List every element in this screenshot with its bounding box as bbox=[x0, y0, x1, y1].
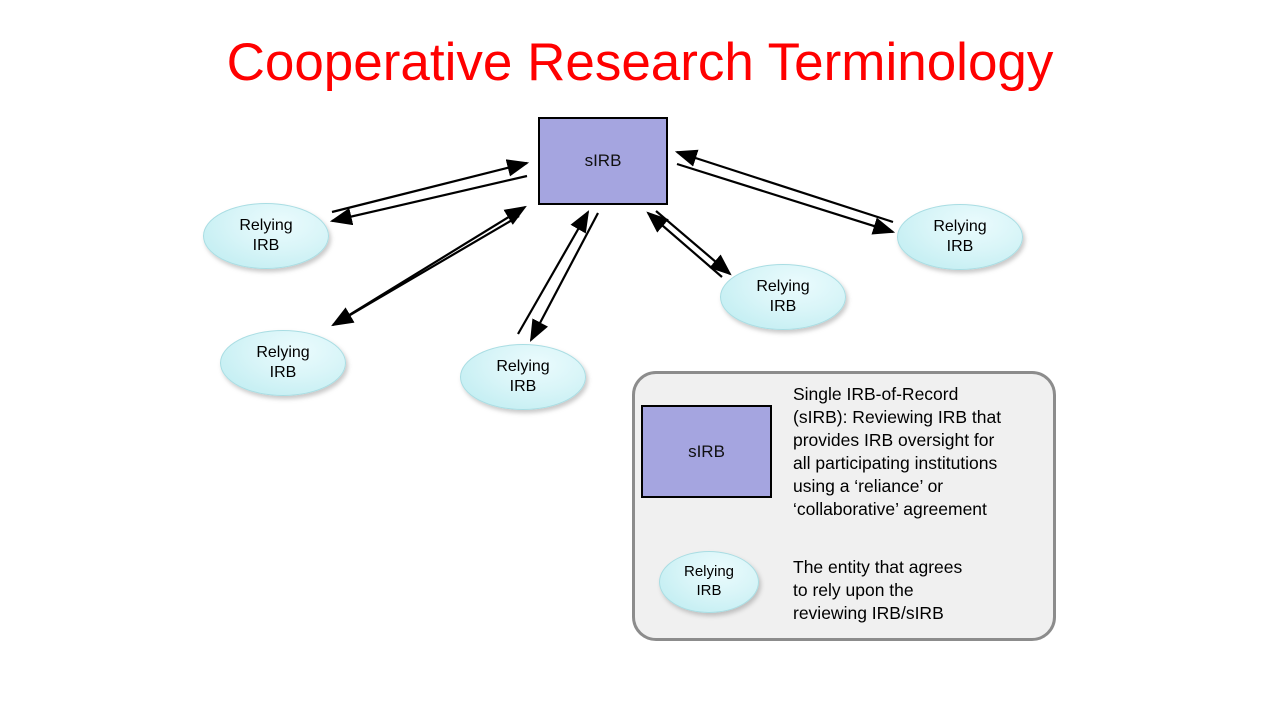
connector-hub-to-relying-4 bbox=[646, 210, 732, 278]
page-title: Cooperative Research Terminology bbox=[226, 33, 1054, 92]
legend-relying-irb-description: The entity that agrees to rely upon the … bbox=[793, 557, 963, 623]
relying-irb-node-4[interactable]: Relying IRB bbox=[720, 264, 846, 330]
connector-hub-to-relying-1 bbox=[329, 159, 530, 226]
relying-irb-label-line2: IRB bbox=[252, 237, 280, 254]
relying-irb-label-line1: Relying bbox=[256, 344, 310, 361]
relying-irb-label-line1: Relying bbox=[496, 358, 550, 375]
legend-sirb-description: Single IRB-of-Record (sIRB): Reviewing I… bbox=[793, 384, 1002, 519]
relying-irb-label-line2: IRB bbox=[946, 238, 974, 255]
relying-irb-label-line1: Relying bbox=[756, 278, 810, 295]
connector-hub-to-relying-2 bbox=[331, 205, 527, 327]
connector-hub-to-relying-5 bbox=[674, 149, 896, 235]
relying-irb-node-1[interactable]: Relying IRB bbox=[203, 203, 329, 269]
relying-irb-label-line1: Relying bbox=[239, 217, 293, 234]
legend-sirb-symbol: sIRB bbox=[641, 405, 772, 498]
relying-irb-node-5[interactable]: Relying IRB bbox=[897, 204, 1023, 270]
sirb-hub-node[interactable]: sIRB bbox=[538, 117, 668, 205]
relying-irb-label-line2: IRB bbox=[269, 364, 297, 381]
legend-relying-label-line1: Relying bbox=[683, 563, 735, 581]
relying-irb-node-3[interactable]: Relying IRB bbox=[460, 344, 586, 410]
relying-irb-node-2[interactable]: Relying IRB bbox=[220, 330, 346, 396]
relying-irb-label-line2: IRB bbox=[769, 298, 797, 315]
relying-irb-label-line1: Relying bbox=[933, 218, 987, 235]
legend-relying-irb-symbol: Relying IRB bbox=[659, 551, 759, 613]
relying-irb-label-line2: IRB bbox=[509, 378, 537, 395]
connector-hub-to-relying-3 bbox=[517, 210, 599, 342]
legend-relying-label-line2: IRB bbox=[696, 582, 722, 599]
